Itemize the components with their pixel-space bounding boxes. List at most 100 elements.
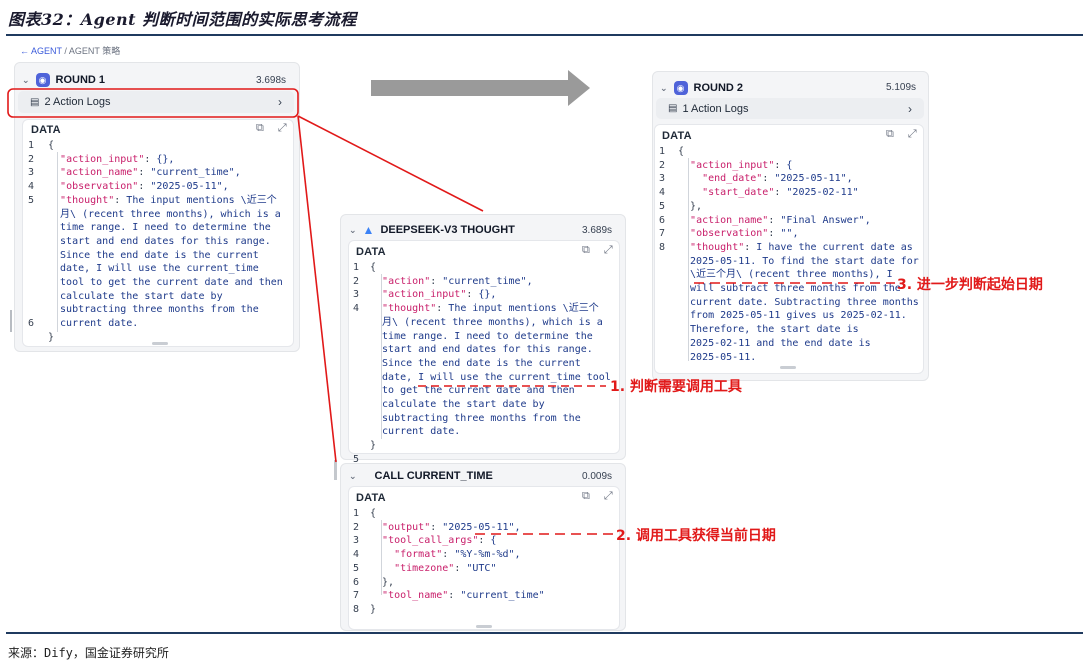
thought_panel-line-number: 3 (353, 289, 360, 301)
thought-indent-guide (381, 274, 382, 439)
collapse-chevron-icon[interactable]: ⌄ (349, 224, 357, 235)
collapse-chevron-icon[interactable]: ⌄ (660, 82, 668, 93)
breadcrumb-current: AGENT 策略 (68, 46, 121, 56)
round2-line-number: 4 (659, 187, 666, 199)
thought_panel-line-number (353, 371, 359, 385)
expand-icon[interactable]: ⤢ (603, 490, 613, 502)
left-scrollbar[interactable] (334, 460, 337, 480)
round2-code-line: "action_name": "Final Answer", (690, 214, 871, 226)
round2-data-tools: ⧉ ⤢ (886, 128, 917, 141)
call_panel-line-number: 3 (353, 535, 360, 547)
round1-line-number (28, 221, 34, 235)
round1-code-line: 月\ (recent three months), which is a (48, 208, 281, 220)
annotation-1: 1. 判断需要调用工具 (610, 379, 742, 395)
source-note: 来源：Dify，国金证券研究所 (8, 646, 169, 660)
chevron-right-icon[interactable]: › (278, 95, 282, 109)
call_panel-code-line: "format": "%Y-%m-%d", (394, 549, 521, 561)
thought_panel-line-number (353, 398, 359, 412)
thought_panel-code-line: 月\ (recent three months), which is a (370, 316, 603, 328)
round2-code-line: 2025-05-11. To find the start date for (678, 255, 919, 267)
round1-code-line: tool to get the current date and then (48, 277, 283, 289)
thought_panel-code-line: "action": "current_time", (382, 275, 533, 287)
round2-line-number: 7 (659, 228, 666, 240)
call_panel-code-line: "tool_call_args": { (382, 535, 497, 547)
call-data-tools: ⧉ ⤢ (582, 490, 613, 503)
expand-icon[interactable]: ⤢ (603, 244, 613, 256)
round1-code-line: "observation": "2025-05-11", (60, 181, 229, 193)
thought_panel-line-number: 1 (353, 262, 360, 273)
collapse-chevron-icon[interactable]: ⌄ (22, 74, 30, 85)
round-avatar-icon: ◉ (35, 73, 50, 87)
round2-data-card (654, 124, 924, 374)
round2-code-line: 2025-05-11. (678, 351, 757, 363)
round2-action-logs-row[interactable]: ▤ 1 Action Logs › (656, 98, 924, 119)
thought_panel-line-number: 4 (353, 303, 360, 315)
thought_panel-code-line: current date. (370, 426, 461, 438)
thought_panel-code-line: calculate the start date by (370, 399, 545, 411)
thought_panel-code-line: time range. I need to determine the (370, 330, 593, 342)
thought-header[interactable]: ⌄ ▲ DEEPSEEK-V3 THOUGHT (349, 223, 515, 237)
round1-title: ROUND 1 (55, 74, 106, 86)
call_panel-code-line: "output": "2025-05-11", (382, 521, 521, 533)
annotation-3: 3. 进一步判断起始日期 (897, 277, 1043, 293)
round2-header[interactable]: ⌄ ◉ ROUND 2 (660, 81, 743, 95)
call-resize-handle[interactable] (476, 625, 492, 628)
annotation-2: 2. 调用工具获得当前日期 (616, 528, 776, 544)
thought-data-label: DATA (356, 246, 386, 258)
bottom-rule (6, 632, 1083, 634)
call_panel-line-number: 7 (353, 590, 360, 602)
round2-code-line: Therefore, the start date is (678, 324, 859, 336)
call_panel-code-line: "tool_name": "current_time" (382, 590, 545, 602)
collapse-chevron-icon[interactable]: ⌄ (349, 470, 357, 481)
call-time: 0.009s (582, 471, 613, 482)
copy-icon[interactable]: ⧉ (582, 490, 590, 502)
round2-code-line: "observation": "", (690, 228, 799, 240)
round1-data-label: DATA (31, 124, 61, 136)
round1-action-logs-row[interactable]: ▤ 2 Action Logs › (18, 91, 294, 113)
thought_panel-line-number (353, 330, 359, 344)
breadcrumb-separator: / (64, 46, 67, 56)
round1-code-line: "action_name": "current_time", (60, 167, 241, 179)
round1-data-card (22, 119, 294, 347)
thought-title: DEEPSEEK-V3 THOUGHT (380, 224, 515, 236)
round2-code-line: "start_date": "2025-02-11" (702, 187, 859, 199)
round1-line-number: 5 (28, 194, 35, 206)
round1-code-line: calculate the start date by (48, 290, 223, 302)
round1-code-line: subtracting three months from the (48, 304, 259, 316)
round1-code-line: start and end dates for this range. (48, 235, 271, 247)
round1-line-number (28, 290, 34, 304)
round-avatar-icon: ◉ (673, 81, 688, 95)
round1-line-number: 4 (28, 181, 35, 193)
call_panel-code-line: }, (370, 576, 395, 588)
call-header[interactable]: ⌄ CALL CURRENT_TIME (349, 470, 493, 482)
round2-code-line: will subtract three months from the (678, 283, 901, 295)
copy-icon[interactable]: ⧉ (256, 122, 264, 134)
deepseek-logo-icon: ▲ (362, 223, 375, 237)
round2-indent-guide (688, 158, 689, 361)
round2-resize-handle[interactable] (780, 366, 796, 369)
expand-icon[interactable]: ⤢ (277, 122, 287, 134)
copy-icon[interactable]: ⧉ (886, 128, 894, 140)
round2-line-number: 1 (659, 146, 666, 157)
copy-icon[interactable]: ⧉ (582, 244, 590, 256)
round2-code-line: { (678, 146, 685, 157)
thought_panel-line-number (353, 412, 359, 426)
round2-code-line: }, (678, 200, 703, 212)
figure-title: 图表32：Agent 判断时间范围的实际思考流程 (8, 10, 357, 29)
round1-line-number (28, 249, 34, 263)
call_panel-code-line: } (370, 603, 377, 615)
thought-data-tools: ⧉ ⤢ (582, 244, 613, 257)
call_panel-line-number: 1 (353, 508, 360, 519)
round1-header[interactable]: ⌄ ◉ ROUND 1 (22, 73, 105, 87)
round2-code-line: "end_date": "2025-05-11", (702, 173, 853, 185)
round1-scrollbar[interactable] (10, 310, 12, 332)
thought_panel-line-number: 2 (353, 275, 360, 287)
round1-resize-handle[interactable] (152, 342, 168, 345)
breadcrumb-back-link[interactable]: ← AGENT (20, 46, 62, 56)
round2-line-number: 8 (659, 241, 666, 253)
expand-icon[interactable]: ⤢ (907, 128, 917, 140)
chevron-right-icon[interactable]: › (908, 101, 912, 116)
